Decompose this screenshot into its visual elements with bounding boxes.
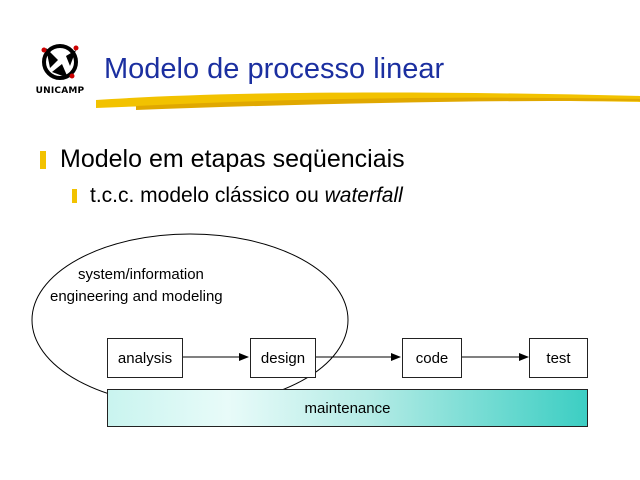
step-test: test	[529, 338, 588, 378]
bullet-marker-icon	[40, 151, 46, 170]
logo-text: UNICAMP	[35, 86, 85, 96]
step-test-label: test	[546, 349, 571, 367]
bullet-marker-icon	[72, 189, 77, 204]
bullet-level1-text: Modelo em etapas seqüenciais	[60, 145, 405, 173]
unicamp-logo	[30, 38, 92, 98]
title-underline-swoosh	[96, 92, 640, 110]
step-analysis-label: analysis	[117, 349, 173, 367]
bullet-level2-text: t.c.c. modelo clássico ou	[90, 184, 325, 207]
ellipse-label-line2: engineering and modeling	[50, 288, 223, 305]
bullet-level2: t.c.c. modelo clássico ou waterfall	[72, 184, 403, 208]
system-engineering-ellipse	[31, 233, 349, 407]
bullet-level2-italic: waterfall	[324, 184, 403, 207]
step-code-label: code	[415, 349, 449, 367]
step-analysis: analysis	[107, 338, 183, 378]
step-design: design	[250, 338, 316, 378]
slide-title: Modelo de processo linear	[104, 53, 445, 85]
maintenance-label: maintenance	[304, 399, 391, 417]
bullet-level1: Modelo em etapas seqüenciais	[40, 145, 405, 174]
step-design-label: design	[260, 349, 306, 367]
maintenance-bar: maintenance	[107, 389, 588, 427]
step-code: code	[402, 338, 462, 378]
ellipse-label-line1: system/information	[78, 266, 204, 283]
